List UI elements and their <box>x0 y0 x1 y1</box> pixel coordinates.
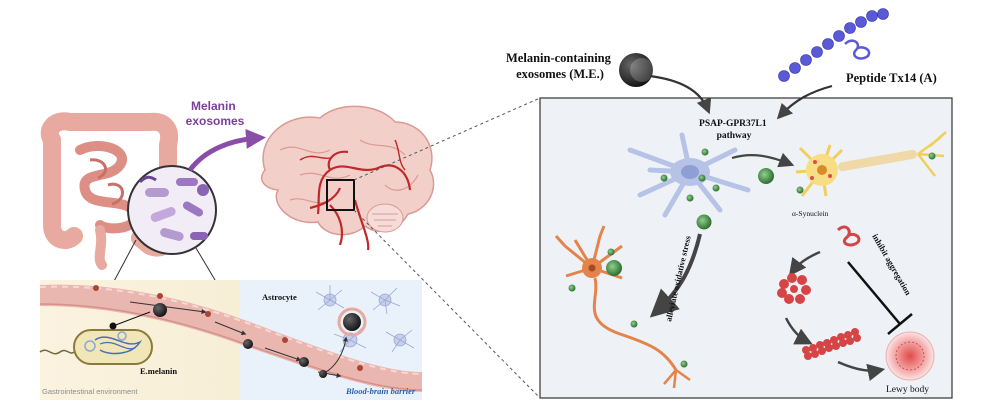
melanin-containing-label: Melanin-containing exosomes (M.E.) <box>506 51 614 81</box>
alpha-synuclein-label: α-Synuclein <box>792 209 829 218</box>
mechanism-panel <box>539 97 953 399</box>
neuron-icon <box>554 225 691 389</box>
lewy-body-label: Lewy body <box>886 385 929 395</box>
bacterium-icon <box>39 311 153 365</box>
exosome-icon <box>696 214 712 230</box>
exosome-icon <box>343 313 361 331</box>
exosome-icon <box>758 168 774 184</box>
gi-environment-label: Gastrointestinal environment <box>42 387 138 396</box>
astrocyte-icon <box>627 132 751 218</box>
neuron-icon <box>795 131 947 197</box>
exosome-icon <box>619 53 653 87</box>
astrocyte-label: Astrocyte <box>262 292 297 302</box>
exosome-icon <box>153 303 167 317</box>
magnifier-icon <box>127 165 217 255</box>
transport-arrow <box>188 128 266 172</box>
exosome-icon <box>606 260 622 276</box>
brain-icon <box>261 105 435 251</box>
peptide-fold <box>844 39 871 60</box>
bbb-label: Blood-brain barrier <box>345 386 416 396</box>
astrocyte-icon <box>315 285 415 353</box>
fibril-icon <box>802 328 861 360</box>
pathway-label: PSAP-GPR37L1 pathway <box>699 119 769 141</box>
emelanin-label: E.melanin <box>140 366 177 376</box>
alpha-synuclein-monomer <box>836 225 861 247</box>
melanin-exosomes-label: Melanin exosomes <box>186 99 245 128</box>
vessel-panel <box>39 280 423 400</box>
peptide-label: Peptide Tx14 (A) <box>846 71 937 85</box>
oligomer-icon <box>777 273 811 304</box>
exosome-icon <box>299 357 309 367</box>
inhibit-line <box>847 261 901 325</box>
exosome-icon <box>243 339 253 349</box>
lewy-body-icon <box>885 331 935 381</box>
zoom-box <box>326 179 355 211</box>
peptide-icon <box>778 8 889 82</box>
